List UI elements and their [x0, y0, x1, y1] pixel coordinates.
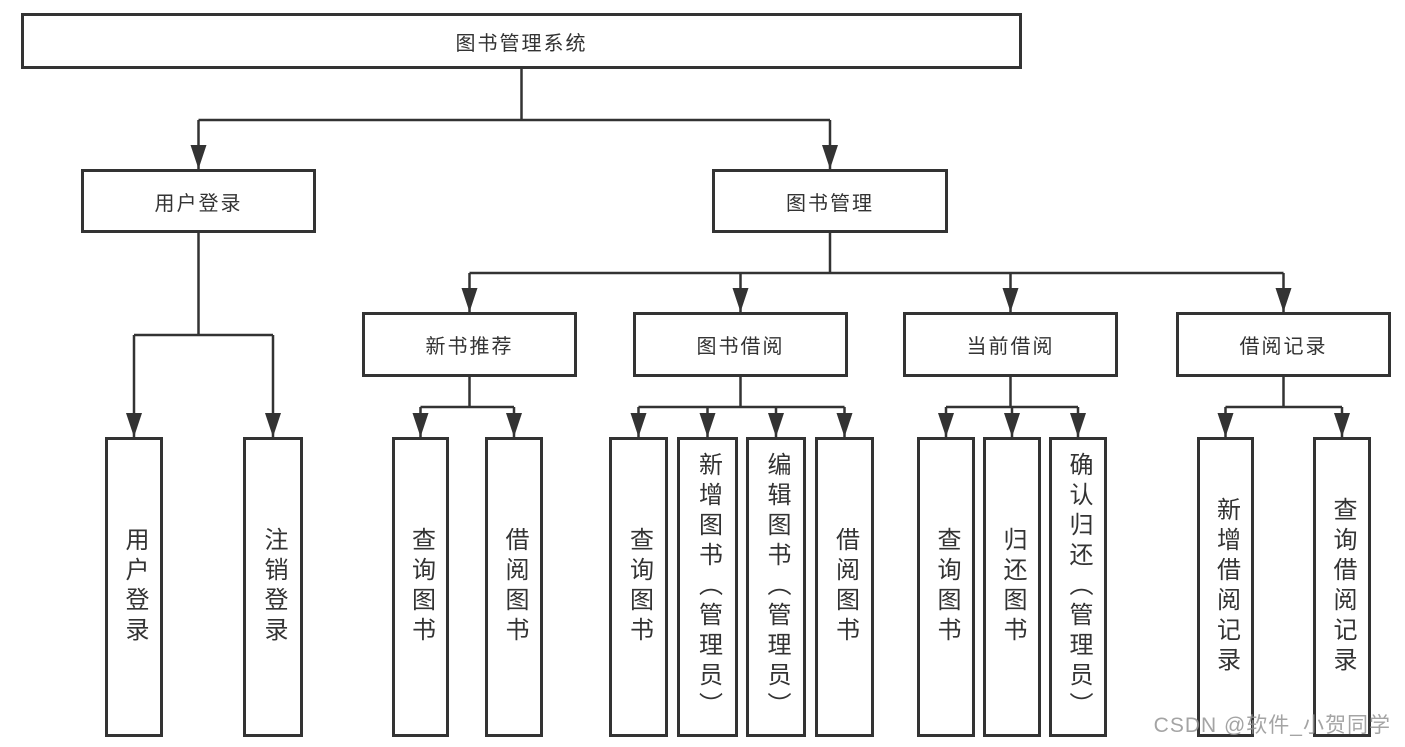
- leaf-logout: 注销登录: [243, 437, 303, 737]
- leaf-confirm-return-admin: 确认归还（管理员）: [1049, 437, 1107, 737]
- node-current-borrow: 当前借阅: [903, 312, 1118, 377]
- leaf-add-borrow-record: 新增借阅记录: [1197, 437, 1254, 737]
- leaf-return-book: 归还图书: [983, 437, 1041, 737]
- node-book-borrow: 图书借阅: [633, 312, 848, 377]
- watermark: CSDN @软件_小贺同学: [1153, 714, 1391, 737]
- node-user-login: 用户登录: [81, 169, 316, 233]
- leaf-query-borrow-record: 查询借阅记录: [1313, 437, 1371, 737]
- leaf-borrow-books-recommend: 借阅图书: [485, 437, 543, 737]
- leaf-edit-book-admin: 编辑图书（管理员）: [746, 437, 806, 737]
- node-new-book-recommend: 新书推荐: [362, 312, 577, 377]
- leaf-user-login: 用户登录: [105, 437, 163, 737]
- node-book-management: 图书管理: [712, 169, 948, 233]
- node-library-system: 图书管理系统: [21, 13, 1022, 69]
- leaf-query-books-recommend: 查询图书: [392, 437, 449, 737]
- leaf-borrow-books: 借阅图书: [815, 437, 874, 737]
- leaf-query-books-borrow: 查询图书: [609, 437, 668, 737]
- node-borrow-records: 借阅记录: [1176, 312, 1391, 377]
- leaf-query-books-current: 查询图书: [917, 437, 975, 737]
- leaf-add-book-admin: 新增图书（管理员）: [677, 437, 738, 737]
